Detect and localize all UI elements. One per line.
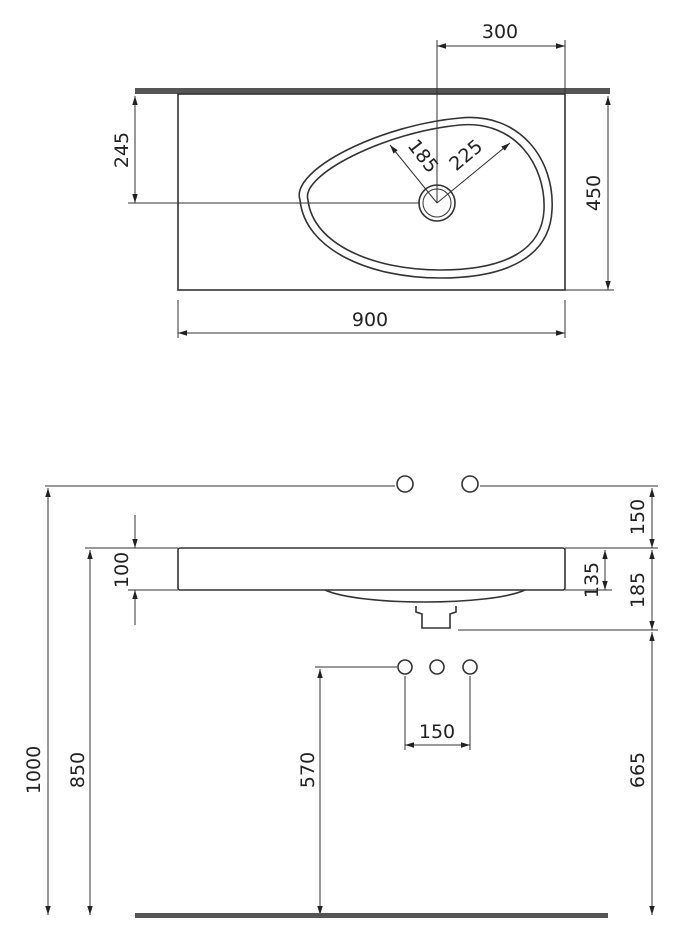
front-view: 1000 100 850 135 150 185 665 570 150 — [23, 475, 658, 918]
basin-outer — [298, 116, 553, 279]
floor-line — [135, 913, 608, 918]
dim-label-150-valves: 150 — [419, 721, 455, 743]
basin-side — [177, 547, 566, 591]
dim-label-665: 665 — [627, 752, 649, 788]
tap-hole — [396, 475, 414, 493]
valve-hole — [429, 659, 445, 675]
dim-label-1000: 1000 — [23, 746, 45, 794]
tap-hole — [461, 475, 479, 493]
dim-label-570: 570 — [297, 752, 319, 788]
dim-label-300: 300 — [482, 21, 518, 43]
dim-label-150-tap: 150 — [627, 499, 649, 535]
basin-inner — [306, 123, 545, 271]
dim-label-900: 900 — [352, 309, 388, 331]
dim-label-850: 850 — [67, 752, 89, 788]
dim-label-135: 135 — [581, 562, 603, 598]
countertop-outline — [177, 93, 566, 291]
valve-hole — [462, 659, 478, 675]
basin-bowl — [324, 589, 526, 603]
wall-line — [135, 88, 610, 94]
dim-label-245: 245 — [111, 132, 133, 168]
top-view: 300 245 450 900 185 225 — [111, 21, 614, 338]
dim-label-100: 100 — [111, 552, 133, 588]
dim-label-450: 450 — [583, 175, 605, 211]
dim-label-225: 225 — [445, 135, 487, 175]
valve-hole — [397, 659, 413, 675]
dim-label-185-front: 185 — [627, 572, 649, 608]
drain-fitting — [415, 606, 457, 629]
